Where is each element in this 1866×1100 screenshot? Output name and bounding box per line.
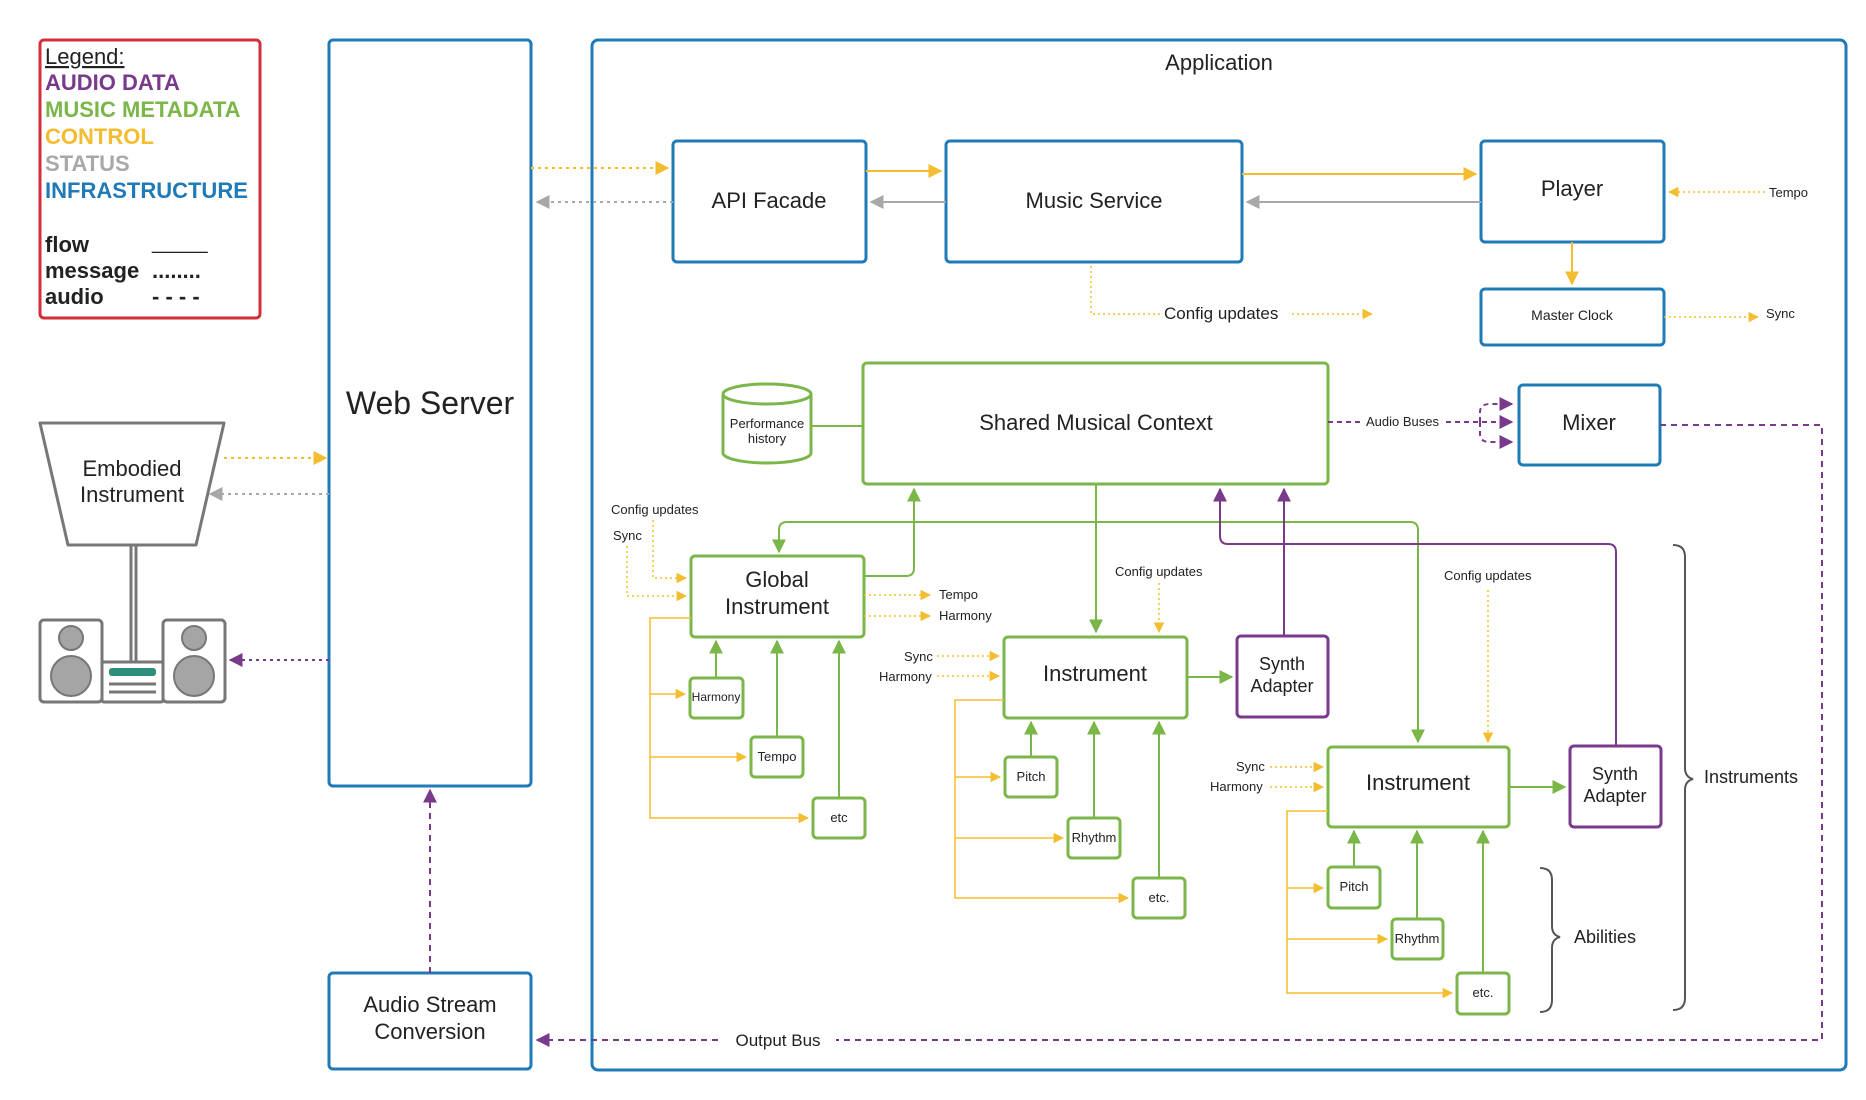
synth-adapter-1-label-1: Synth [1259, 654, 1305, 674]
application-title: Application [1165, 50, 1273, 75]
instrument-1-sync-label: Sync [904, 649, 933, 664]
ability-rhythm-label-2: Rhythm [1395, 931, 1440, 946]
ability-etc-label-3: etc. [1473, 985, 1494, 1000]
music-service-config-label: Config updates [1164, 304, 1278, 323]
abilities-label: Abilities [1574, 927, 1636, 947]
ability-pitch-label-2: Pitch [1340, 879, 1369, 894]
global-instrument-box[interactable] [689, 554, 866, 639]
performance-history-icon[interactable] [721, 382, 813, 465]
instrument-2-label: Instrument [1366, 770, 1470, 795]
global-tempo-out-label: Tempo [939, 587, 978, 602]
abilities-brace [1539, 867, 1561, 1013]
legend-flow: flow [45, 232, 90, 257]
ability-pitch-label-1: Pitch [1017, 769, 1046, 784]
ability-rhythm-label-1: Rhythm [1072, 830, 1117, 845]
ability-etc-label-1: etc [830, 810, 848, 825]
api-facade-label: API Facade [712, 188, 827, 213]
mixer-label: Mixer [1562, 410, 1616, 435]
performance-history-label-1: Performance [730, 416, 804, 431]
synth-adapter-2-label-2: Adapter [1583, 786, 1646, 806]
legend-flow-symbol: _____ [151, 232, 208, 254]
legend-status: STATUS [45, 151, 130, 176]
global-config-label: Config updates [611, 502, 699, 517]
audio-stream-label-1: Audio Stream [363, 992, 496, 1017]
global-harmony-out-label: Harmony [939, 608, 992, 623]
application-container [590, 38, 1848, 1072]
legend-message: message [45, 258, 139, 283]
legend-title: Legend: [45, 44, 125, 69]
instrument-1-label: Instrument [1043, 661, 1147, 686]
instrument-2-harmony-label: Harmony [1210, 779, 1263, 794]
performance-history-label-2: history [748, 431, 787, 446]
legend-control: CONTROL [45, 124, 154, 149]
audio-buses-label: Audio Buses [1366, 414, 1439, 429]
legend-audio-label: audio [45, 284, 104, 309]
instrument-1-harmony-label: Harmony [879, 669, 932, 684]
instrument-1-config-label: Config updates [1115, 564, 1203, 579]
legend-box [38, 38, 262, 320]
player-label: Player [1541, 176, 1603, 201]
embodied-instrument-label-1: Embodied [82, 456, 181, 481]
player-tempo-label: Tempo [1769, 185, 1808, 200]
global-instrument-label-2: Instrument [725, 594, 829, 619]
ability-etc-label-2: etc. [1149, 890, 1170, 905]
legend: Legend: AUDIO DATA MUSIC METADATA CONTRO… [38, 38, 262, 320]
global-sync-label: Sync [613, 528, 642, 543]
synth-adapter-2-label-1: Synth [1592, 764, 1638, 784]
shared-musical-context-label: Shared Musical Context [979, 410, 1213, 435]
synth-adapter-1-label-2: Adapter [1250, 676, 1313, 696]
web-server-box[interactable] [327, 38, 533, 788]
clock-sync-label: Sync [1766, 306, 1795, 321]
audio-stream-label-2: Conversion [374, 1019, 485, 1044]
legend-infrastructure: INFRASTRUCTURE [45, 178, 248, 203]
web-server-label: Web Server [346, 385, 515, 421]
synth-adapter-1-box[interactable] [1235, 634, 1330, 719]
ability-harmony-label: Harmony [692, 690, 741, 704]
global-instrument-label-1: Global [745, 567, 809, 592]
legend-message-symbol: ........ [152, 258, 201, 283]
synth-adapter-2-box[interactable] [1568, 744, 1663, 829]
speakers-icon [38, 618, 227, 704]
instruments-brace [1672, 544, 1694, 1011]
legend-audio-symbol: - - - - [152, 284, 200, 309]
master-clock-label: Master Clock [1531, 307, 1614, 323]
legend-metadata: MUSIC METADATA [45, 97, 241, 122]
music-service-label: Music Service [1026, 188, 1163, 213]
legend-audio: AUDIO DATA [45, 70, 180, 95]
ability-tempo-label: Tempo [757, 749, 796, 764]
instrument-2-sync-label: Sync [1236, 759, 1265, 774]
instruments-label: Instruments [1704, 767, 1798, 787]
embodied-instrument-label-2: Instrument [80, 482, 184, 507]
embodied-instrument-shape[interactable] [38, 421, 226, 547]
instrument-2-config-label: Config updates [1444, 568, 1532, 583]
output-bus-label: Output Bus [735, 1031, 820, 1050]
